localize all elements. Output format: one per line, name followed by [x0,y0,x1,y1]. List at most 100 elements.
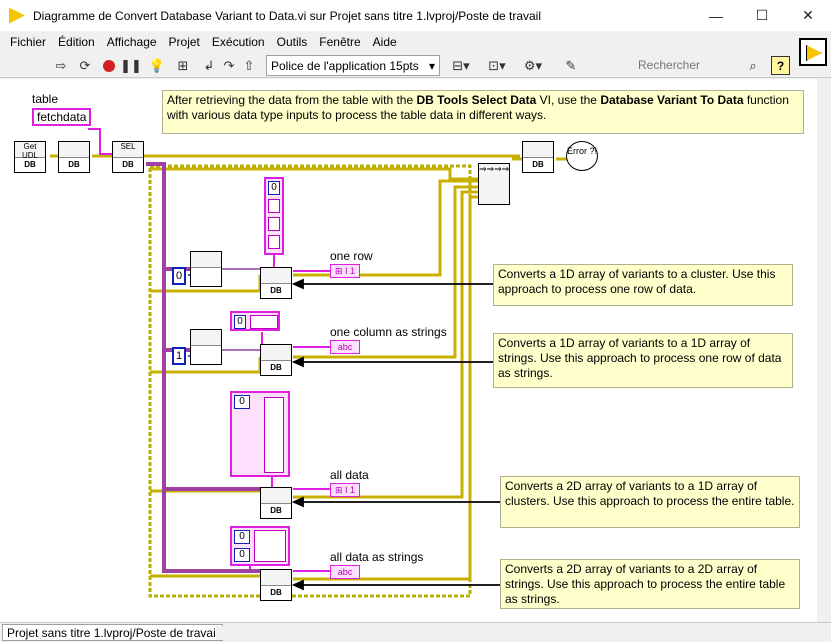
retain-wire-values-icon[interactable]: ⊞ [177,57,189,73]
toolbar: ⇨ ⟳ ❚❚ 💡 ⊞ ↲ ↷ ⇧ Police de l'application… [0,52,831,78]
font-select[interactable]: Police de l'application 15pts ▾ [266,55,440,76]
merge-errors-icon: ⇒⇒⇒⇒ [479,164,509,204]
variant-icon [261,345,291,361]
comment-bold-vi: DB Tools Select Data [416,93,537,107]
title-bar: Diagramme de Convert Database Variant to… [0,0,831,31]
variant-icon [261,488,291,504]
all-data-indicator[interactable]: ⊞ I 1 [330,483,360,497]
menu-outils[interactable]: Outils [276,34,308,49]
select-data-node[interactable]: SEL DB [112,141,144,173]
maximize-button[interactable]: ☐ [755,7,769,23]
table-label: table [32,92,59,106]
step-out-icon[interactable]: ⇧ [243,57,255,73]
array-index: 0 [268,181,280,195]
pause-icon[interactable]: ❚❚ [120,57,142,73]
error-handler-node[interactable]: Error ?! [566,141,598,171]
array-index: 0 [234,315,246,329]
cleanup-diagram-icon[interactable]: ✎ [565,57,577,73]
index-constant-1[interactable]: 1 [172,347,186,365]
array-column-index: 0 [234,548,250,562]
table-name-constant[interactable]: fetchdata [32,108,92,126]
all-data-label: all data [330,468,369,482]
string-2d-array-constant[interactable]: 0 0 [230,526,290,566]
step-into-icon[interactable]: ↲ [203,57,215,73]
array-element [254,530,286,562]
cluster-2d-array-constant[interactable]: 0 [230,391,290,477]
array-index: 0 [234,395,250,409]
variant-to-data-node-4[interactable]: DB [260,569,292,601]
align-objects-icon[interactable]: ⊟▾ [452,57,470,73]
close-button[interactable]: ✕ [802,7,814,23]
menu-aide[interactable]: Aide [372,34,397,49]
variant-to-data-node-2[interactable]: DB [260,344,292,376]
variant-to-data-node-3[interactable]: DB [260,487,292,519]
one-column-label: one column as strings [330,325,447,339]
array-element [264,397,284,473]
all-data-comment: Converts a 2D array of variants to a 1D … [500,476,800,528]
chevron-down-icon: ▾ [428,58,435,73]
comment-text: function with various data type inputs t… [167,93,789,122]
open-connection-node[interactable]: DB [58,141,90,173]
array-row-index: 0 [234,530,250,544]
vi-connector-icon[interactable] [799,38,827,66]
merge-errors-node[interactable]: ⇒⇒⇒⇒ [478,163,510,205]
status-bar: Projet sans titre 1.lvproj/Poste de trav… [0,622,831,642]
run-arrow-icon[interactable]: ⇨ [55,57,67,73]
abort-icon[interactable] [100,57,118,74]
node-db-text: DB [68,160,80,169]
node-db-text: DB [532,160,544,169]
wires [50,128,568,598]
search-input[interactable]: Rechercher [626,55,766,76]
index-array-node[interactable] [190,251,222,287]
menu-affichage[interactable]: Affichage [106,34,157,49]
node-db-text: DB [270,363,282,372]
all-data-strings-comment: Converts a 2D array of variants to a 2D … [500,559,800,609]
run-continuously-icon[interactable]: ⟳ [79,57,91,73]
minimize-button[interactable]: — [709,7,723,24]
close-connection-node[interactable]: DB [522,141,554,173]
reorder-icon[interactable]: ⚙▾ [523,57,543,73]
comment-bold-function: Database Variant To Data [600,93,744,107]
node-db-text: DB [270,588,282,597]
cluster-array-constant[interactable]: 0 [264,177,284,255]
one-column-indicator[interactable]: abc [330,340,360,354]
string-array-constant[interactable]: 0 [230,311,280,331]
node-db-text: DB [270,286,282,295]
connection-icon [59,142,89,158]
labview-app-icon [9,7,25,24]
connection-icon [523,142,553,158]
top-comment: After retrieving the data from the table… [162,90,804,134]
step-over-icon[interactable]: ↷ [223,57,235,73]
all-data-strings-label: all data as strings [330,550,424,564]
menu-edition[interactable]: Édition [58,34,95,49]
search-icon[interactable]: ⌕ [749,57,757,73]
comment-text: After retrieving the data from the table… [167,93,417,107]
distribute-objects-icon[interactable]: ⊡▾ [488,57,506,73]
one-column-comment: Converts a 1D array of variants to a 1D … [493,333,793,388]
menu-execution[interactable]: Exécution [211,34,265,49]
one-row-label: one row [330,249,373,263]
vertical-scrollbar[interactable] [817,79,831,622]
variant-icon [261,268,291,284]
menu-projet[interactable]: Projet [168,34,200,49]
all-data-strings-indicator[interactable]: abc [330,565,360,579]
menu-fenetre[interactable]: Fenêtre [319,34,361,49]
font-select-value: Police de l'application 15pts [271,58,419,73]
variant-to-data-node-1[interactable]: DB [260,267,292,299]
variant-icon [261,570,291,586]
array-element [268,235,280,249]
index-constant-0[interactable]: 0 [172,267,186,285]
index-array-icon [191,330,221,346]
menu-fichier[interactable]: Fichier [10,34,47,49]
index-array-node-2[interactable] [190,329,222,365]
project-path: Projet sans titre 1.lvproj/Poste de trav… [2,624,224,641]
comment-text: VI, use the [536,93,601,107]
block-diagram[interactable]: table fetchdata After retrieving the dat… [0,79,817,622]
highlight-execution-icon[interactable]: 💡 [148,57,166,73]
horizontal-scrollbar[interactable] [216,626,816,640]
help-button[interactable]: ? [771,56,790,75]
node-db-text: DB [24,160,36,169]
menu-bar: Fichier Édition Affichage Projet Exécuti… [0,31,831,52]
one-row-indicator[interactable]: ⊞ I 1 [330,264,360,278]
get-udl-node[interactable]: Get UDL DB [14,141,46,173]
